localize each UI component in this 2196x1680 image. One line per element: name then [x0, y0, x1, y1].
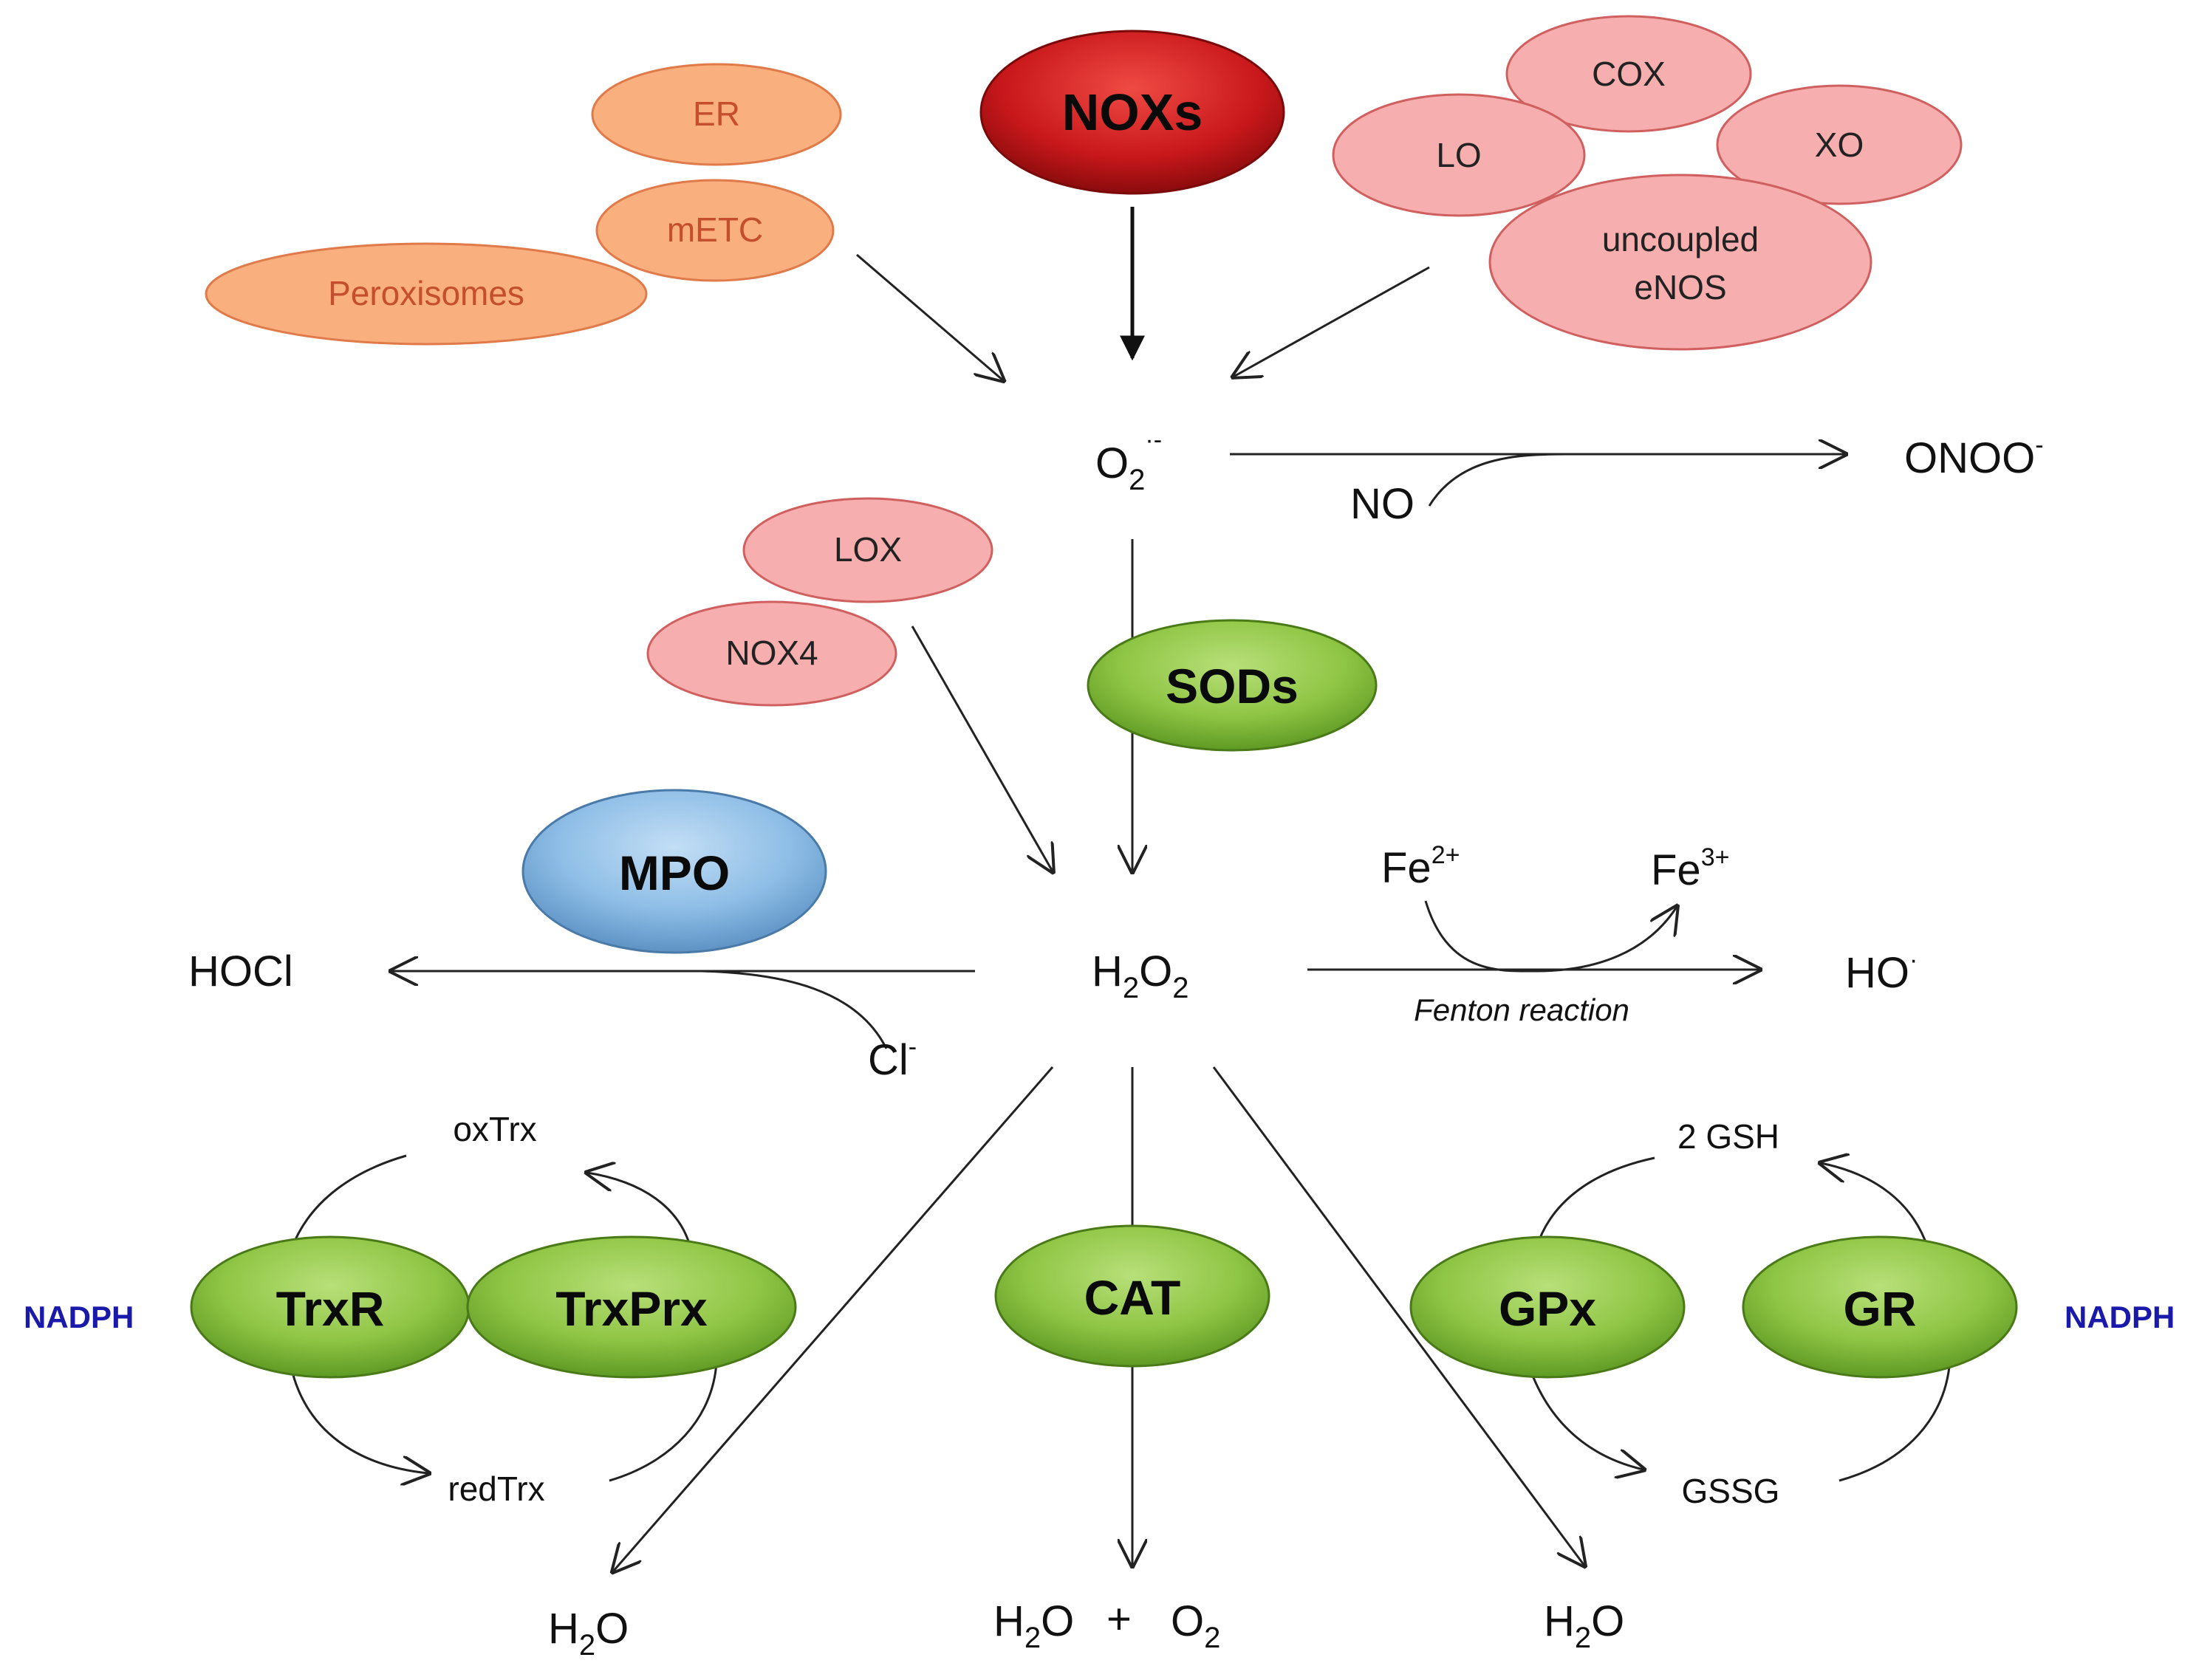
er-label: ER — [693, 95, 740, 133]
arrow-h2o2-to-h2o-left — [613, 1066, 1054, 1571]
no-label: NO — [1350, 480, 1415, 528]
noxs-label: NOXs — [1062, 83, 1203, 141]
mpo-label: MPO — [619, 846, 730, 900]
svg-text:H2O: H2O — [993, 1597, 1074, 1654]
svg-text:ONOO-: ONOO- — [1904, 431, 2044, 482]
peroxisomes-label: Peroxisomes — [328, 274, 524, 312]
cat-node — [994, 1224, 1270, 1368]
arrow-enzymes-to-o2 — [1234, 266, 1430, 377]
arrow-fe-curve — [1424, 900, 1677, 973]
xo-label: XO — [1815, 126, 1864, 164]
sods-node — [1087, 619, 1378, 752]
mpo-node — [521, 789, 827, 954]
svg-text:H2O: H2O — [548, 1605, 629, 1662]
gsh-label: 2 GSH — [1677, 1117, 1779, 1156]
enos-label: eNOS — [1634, 268, 1726, 306]
lo-label: LO — [1436, 136, 1481, 174]
cat-label: CAT — [1084, 1270, 1181, 1325]
nadph-right-label: NADPH — [2065, 1300, 2175, 1334]
svg-text:Fe2+: Fe2+ — [1381, 841, 1460, 892]
hocl-label: HOCl — [188, 947, 293, 995]
chloride-label: Cl- — [868, 1033, 917, 1084]
metc-node — [595, 179, 835, 282]
trxprx-label: TrxPrx — [555, 1281, 708, 1336]
peroxisomes-node — [205, 242, 648, 346]
water-right-label: H2O — [1544, 1597, 1624, 1654]
gpx-label: GPx — [1499, 1281, 1596, 1336]
lo-node — [1332, 93, 1586, 217]
cox-label: COX — [1592, 55, 1666, 93]
arrow-no-curve — [1428, 453, 1567, 507]
gr-label: GR — [1844, 1281, 1917, 1336]
gsh-cycle-bottom-right — [1838, 1358, 1952, 1482]
water-left-label: H2O — [548, 1605, 629, 1662]
er-node — [591, 63, 842, 166]
lox-label: LOX — [834, 530, 902, 569]
gsh-cycle-top-right — [1821, 1163, 1929, 1249]
gr-node — [1742, 1235, 2018, 1379]
svg-text:H2O: H2O — [1544, 1597, 1624, 1654]
oxtrx-label: oxTrx — [453, 1110, 536, 1148]
organelle-sources: ER mETC Peroxisomes — [205, 63, 842, 346]
superoxide-label: O2·- — [1095, 426, 1162, 496]
fenton-reaction-label: Fenton reaction — [1414, 992, 1629, 1027]
peroxynitrite-label: ONOO- — [1904, 431, 2044, 482]
gpx-node — [1409, 1235, 1686, 1379]
redtrx-label: redTrx — [448, 1470, 544, 1508]
xo-node — [1716, 84, 1963, 205]
enzyme-sources: COX LO XO uncoupled eNOS — [1332, 15, 1963, 351]
oxygen-label: O2 — [1171, 1597, 1220, 1654]
arrow-h2o2-to-h2o-right — [1212, 1066, 1584, 1566]
nox4-node — [646, 600, 897, 707]
trxprx-node — [466, 1235, 797, 1379]
svg-text:O2: O2 — [1171, 1597, 1220, 1654]
trx-cycle-top-left — [290, 1154, 407, 1249]
water-center-label: H2O — [993, 1597, 1074, 1654]
fe3-label: Fe3+ — [1651, 843, 1729, 894]
uncoupled-label: uncoupled — [1602, 220, 1759, 258]
trx-cycle-bottom-right — [609, 1362, 718, 1482]
trxr-label: TrxR — [276, 1281, 385, 1336]
arrow-lox-to-h2o2 — [911, 625, 1053, 871]
fe2-label: Fe2+ — [1381, 841, 1460, 892]
arrow-organelles-to-o2 — [856, 253, 1003, 380]
svg-text:O2·-: O2·- — [1095, 426, 1162, 496]
gsh-cycle-bottom-left — [1528, 1365, 1643, 1470]
hydroxyl-label: HO· — [1845, 946, 1918, 997]
svg-text:Cl-: Cl- — [868, 1033, 917, 1084]
lox-node — [742, 497, 993, 603]
nox4-label: NOX4 — [725, 634, 818, 672]
plus-label: + — [1106, 1595, 1132, 1643]
noxs-node — [979, 30, 1285, 195]
gssg-label: GSSG — [1682, 1472, 1780, 1510]
metc-label: mETC — [667, 210, 763, 249]
arrow-cl-curve — [701, 970, 888, 1049]
nadph-left-label: NADPH — [24, 1300, 134, 1334]
svg-text:Fe3+: Fe3+ — [1651, 843, 1729, 894]
cox-node — [1505, 15, 1752, 133]
uncoupled-enos-node — [1488, 174, 1872, 351]
svg-text:H2O2: H2O2 — [1092, 947, 1189, 1004]
svg-text:HO·: HO· — [1845, 946, 1918, 997]
trx-cycle-bottom-left — [290, 1369, 428, 1473]
trx-cycle-top-right — [587, 1173, 692, 1249]
h2o2-label: H2O2 — [1092, 947, 1189, 1004]
gsh-cycle-top-left — [1535, 1156, 1655, 1249]
sods-label: SODs — [1166, 659, 1299, 713]
